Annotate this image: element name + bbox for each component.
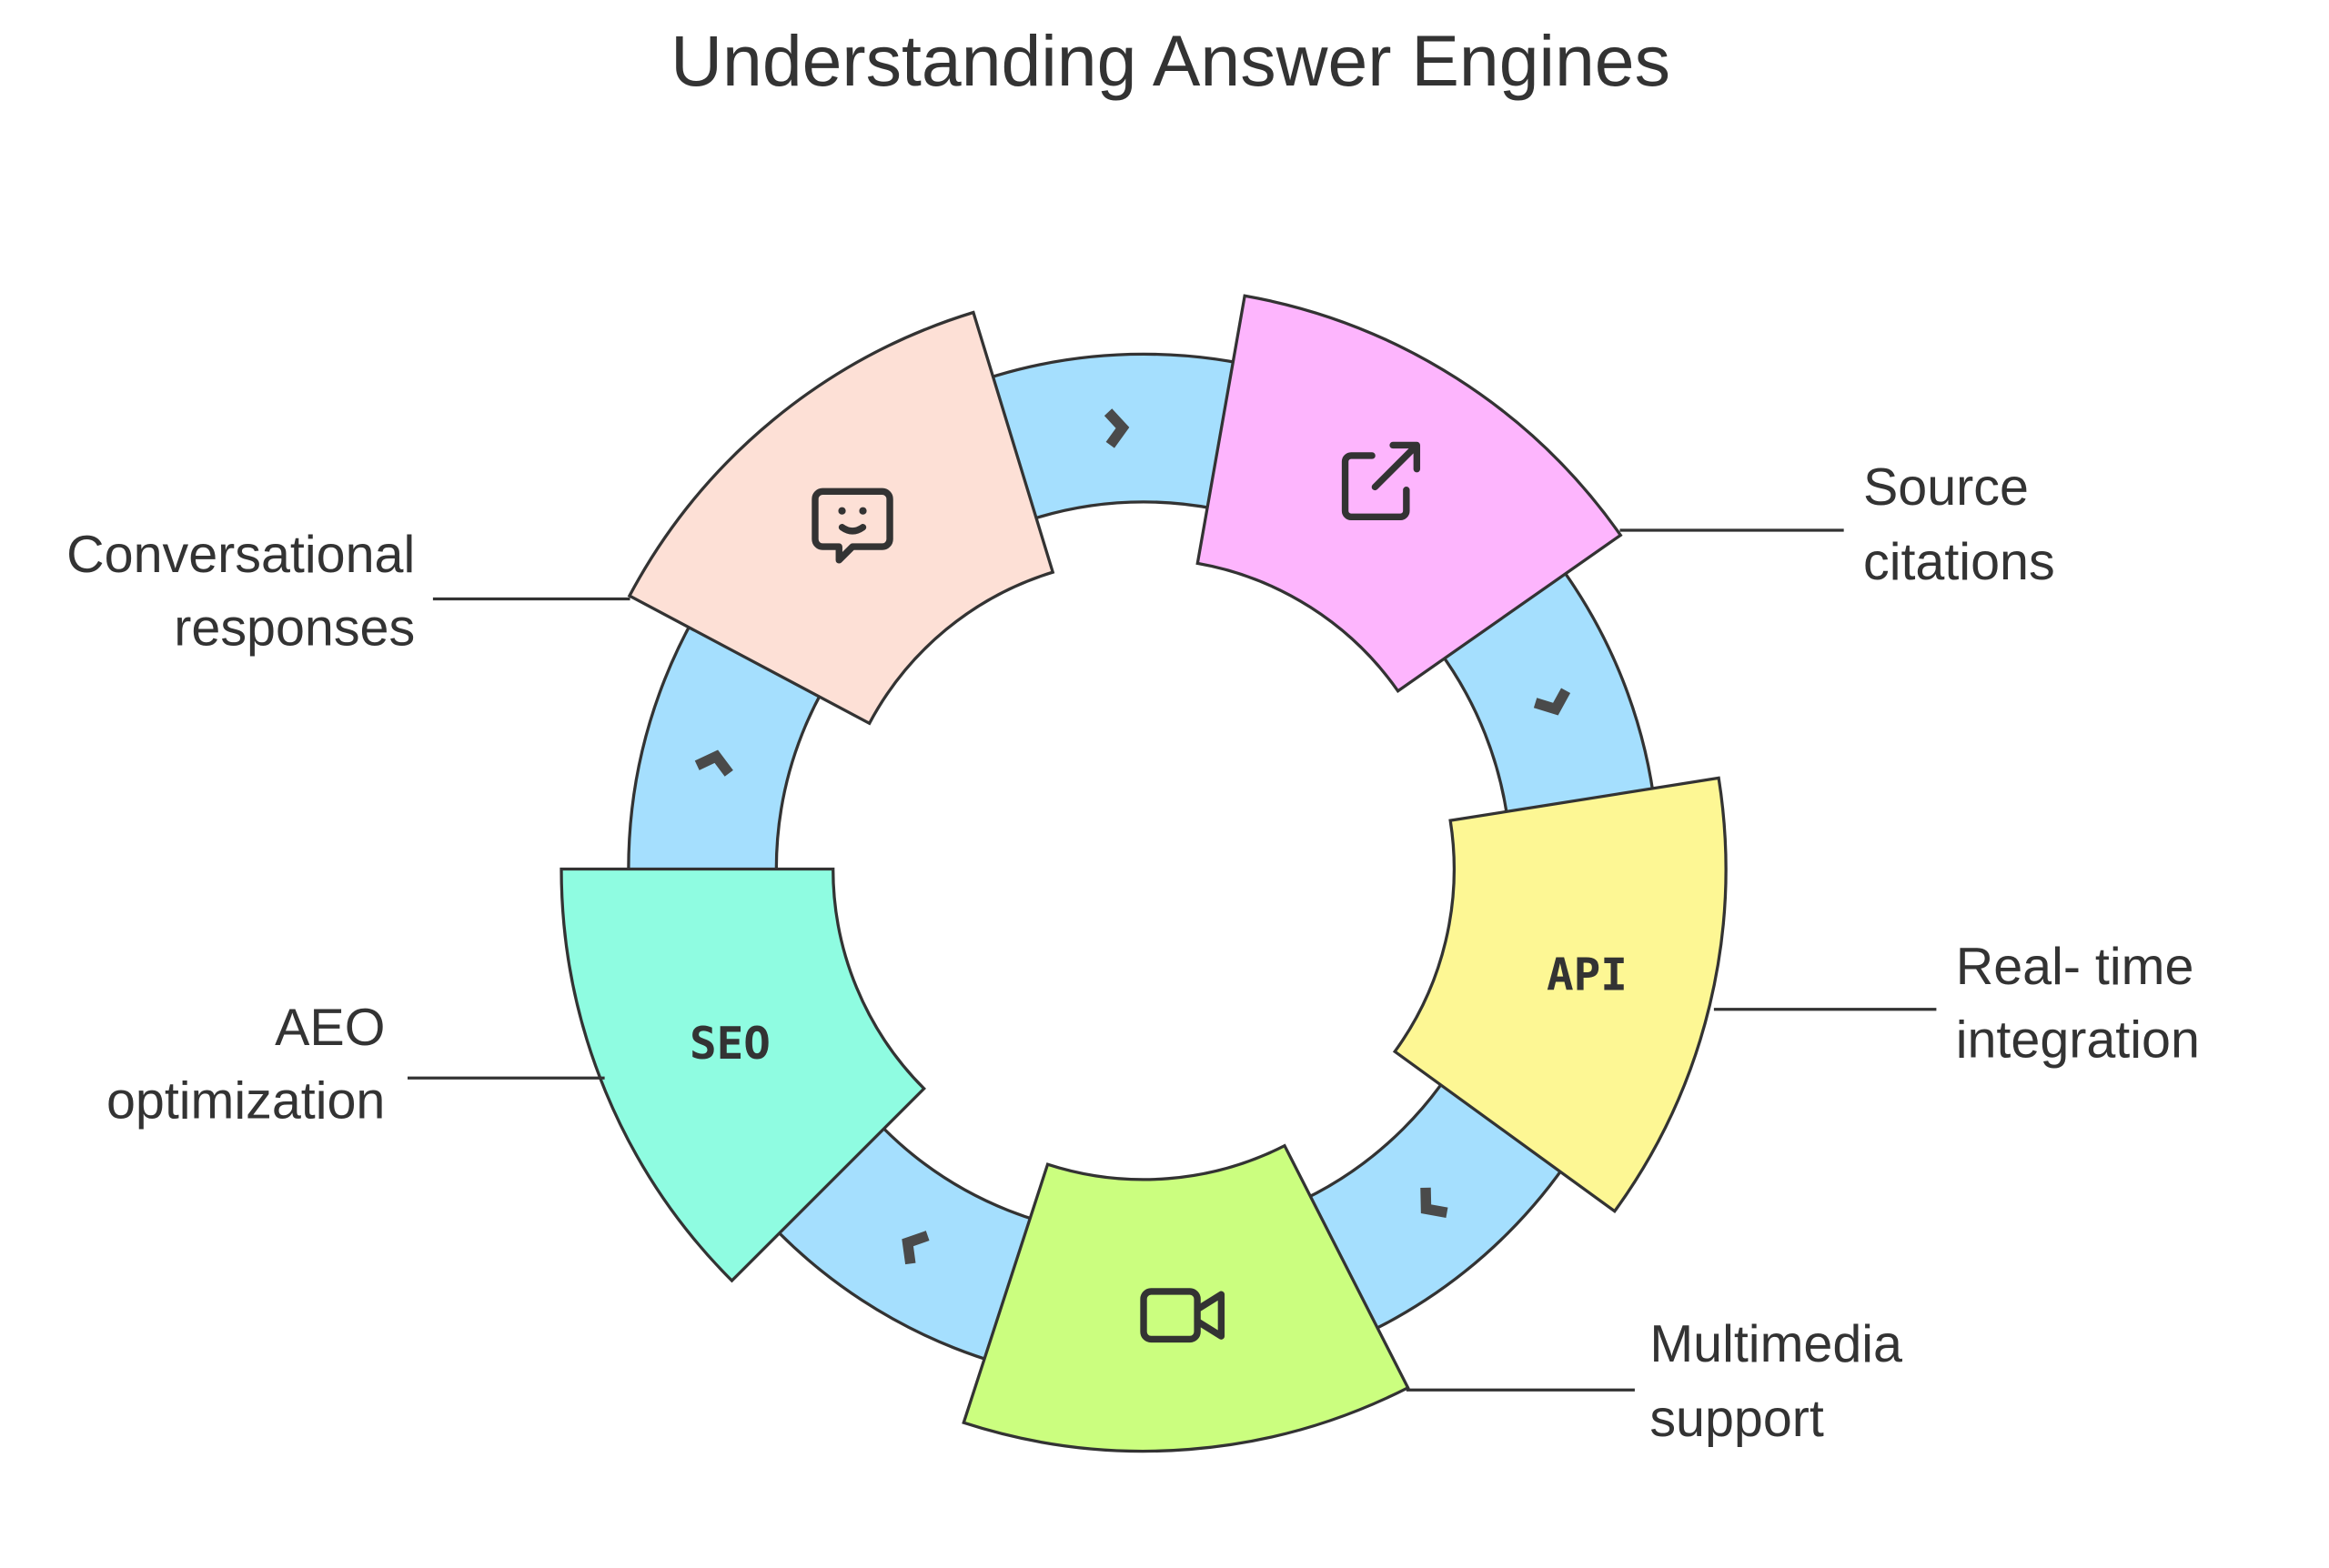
- segment-conversational-responses: [627, 310, 1055, 726]
- chat-bubble-smile-icon: [812, 487, 893, 564]
- label-line: responses: [174, 598, 415, 657]
- label-line: citations: [1863, 533, 2055, 591]
- video-camera-icon: [1140, 1288, 1225, 1343]
- cycle-arrows: [694, 408, 1571, 1265]
- api-icon: API: [1547, 948, 1628, 1000]
- segment-realtime-integration: [1392, 776, 1728, 1214]
- chevron-right-icon: [694, 749, 733, 777]
- label-line: Multimedia: [1649, 1315, 1902, 1373]
- label-multimedia-support: Multimedia support: [1649, 1315, 1902, 1448]
- label-line: AEO: [275, 999, 385, 1057]
- label-line: integration: [1956, 1010, 2200, 1069]
- label-line: optimization: [106, 1072, 385, 1131]
- segment-multimedia-support: [962, 1143, 1410, 1453]
- label-realtime-integration: Real- time integration: [1956, 938, 2200, 1069]
- label-line: support: [1649, 1390, 1824, 1448]
- cycle-segments: [560, 294, 1728, 1453]
- external-link-icon: [1341, 441, 1421, 520]
- chevron-right-icon: [1420, 1187, 1448, 1218]
- label-line: Conversational: [66, 526, 415, 584]
- label-aeo-optimization: AEO optimization: [106, 999, 385, 1130]
- diagram-title: Understanding Answer Engines: [670, 21, 1670, 101]
- chevron-right-icon: [1104, 408, 1130, 448]
- chevron-right-icon: [1533, 688, 1571, 716]
- chevron-right-icon: [902, 1231, 930, 1265]
- segment-aeo-optimization: [560, 867, 926, 1283]
- label-conversational-responses: Conversational responses: [66, 526, 415, 657]
- label-source-citations: Source citations: [1863, 458, 2055, 591]
- label-line: Source: [1863, 458, 2029, 517]
- seo-icon: SEO: [690, 1017, 771, 1070]
- label-line: Real- time: [1956, 938, 2194, 996]
